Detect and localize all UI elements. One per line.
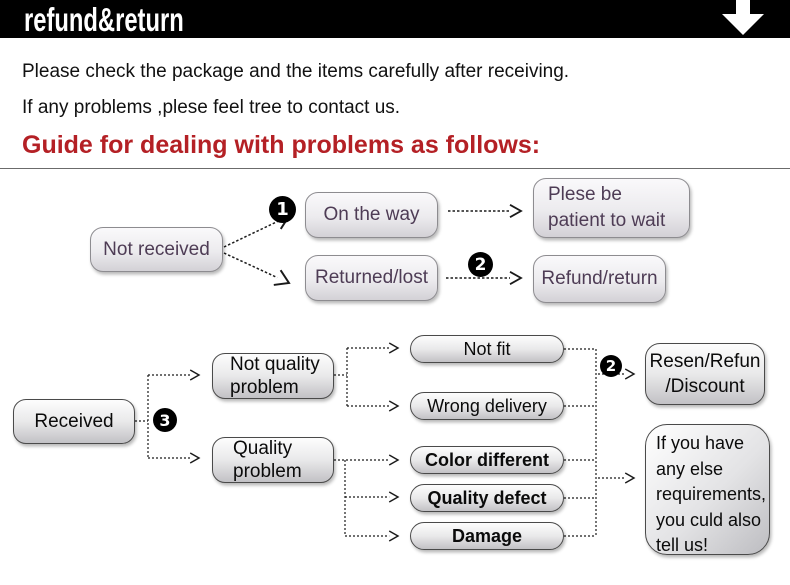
- down-arrow-icon: [722, 0, 764, 36]
- node-received: Received: [13, 399, 135, 444]
- node-quality-defect: Quality defect: [410, 484, 564, 512]
- note-line: requirements,: [656, 484, 767, 504]
- node-damage: Damage: [410, 522, 564, 550]
- node-on-the-way: On the way: [305, 192, 438, 238]
- guide-heading: Guide for dealing with problems as follo…: [22, 131, 541, 159]
- divider-line: [0, 168, 790, 169]
- node-wrong-delivery: Wrong delivery: [410, 392, 564, 420]
- node-not-fit: Not fit: [410, 335, 564, 363]
- node-line: /Discount: [665, 376, 745, 397]
- node-resend-refund-discount: Resen/Refun /Discount: [645, 343, 765, 405]
- node-not-quality-problem: Not quality problem: [212, 353, 334, 399]
- node-line: Plese be: [548, 184, 622, 205]
- intro-line-2: If any problems ,plese feel tree to cont…: [22, 97, 401, 118]
- note-line: tell us!: [656, 535, 709, 555]
- step-badge-3: 3: [153, 408, 177, 432]
- note-box: If you have any else requirements, you c…: [645, 424, 770, 555]
- step-badge-1: 1: [269, 196, 296, 223]
- note-line: you culd also: [656, 509, 762, 530]
- node-line: Not quality: [230, 354, 320, 375]
- node-line: Resen/Refun: [649, 351, 761, 372]
- note-line: any else: [656, 458, 724, 479]
- step-badge-2b: 2: [600, 355, 622, 377]
- note-line: If you have: [656, 433, 745, 453]
- node-quality-problem: Quality problem: [212, 437, 334, 483]
- node-line: Quality: [233, 438, 293, 459]
- step-badge-2: 2: [468, 252, 493, 277]
- banner: refund&return: [0, 0, 790, 38]
- node-not-received: Not received: [90, 227, 223, 272]
- node-please-be-patient: Plese be patient to wait: [533, 178, 690, 238]
- node-color-different: Color different: [410, 446, 564, 474]
- node-line: patient to wait: [548, 210, 666, 231]
- node-returned-lost: Returned/lost: [305, 255, 438, 301]
- down-arrow-stem: [736, 0, 750, 15]
- node-line: problem: [230, 377, 299, 398]
- node-refund-return: Refund/return: [533, 255, 666, 303]
- banner-title: refund&return: [24, 1, 184, 38]
- node-line: problem: [233, 461, 302, 482]
- down-arrow-head: [722, 14, 764, 35]
- intro-line-1: Please check the package and the items c…: [22, 61, 570, 82]
